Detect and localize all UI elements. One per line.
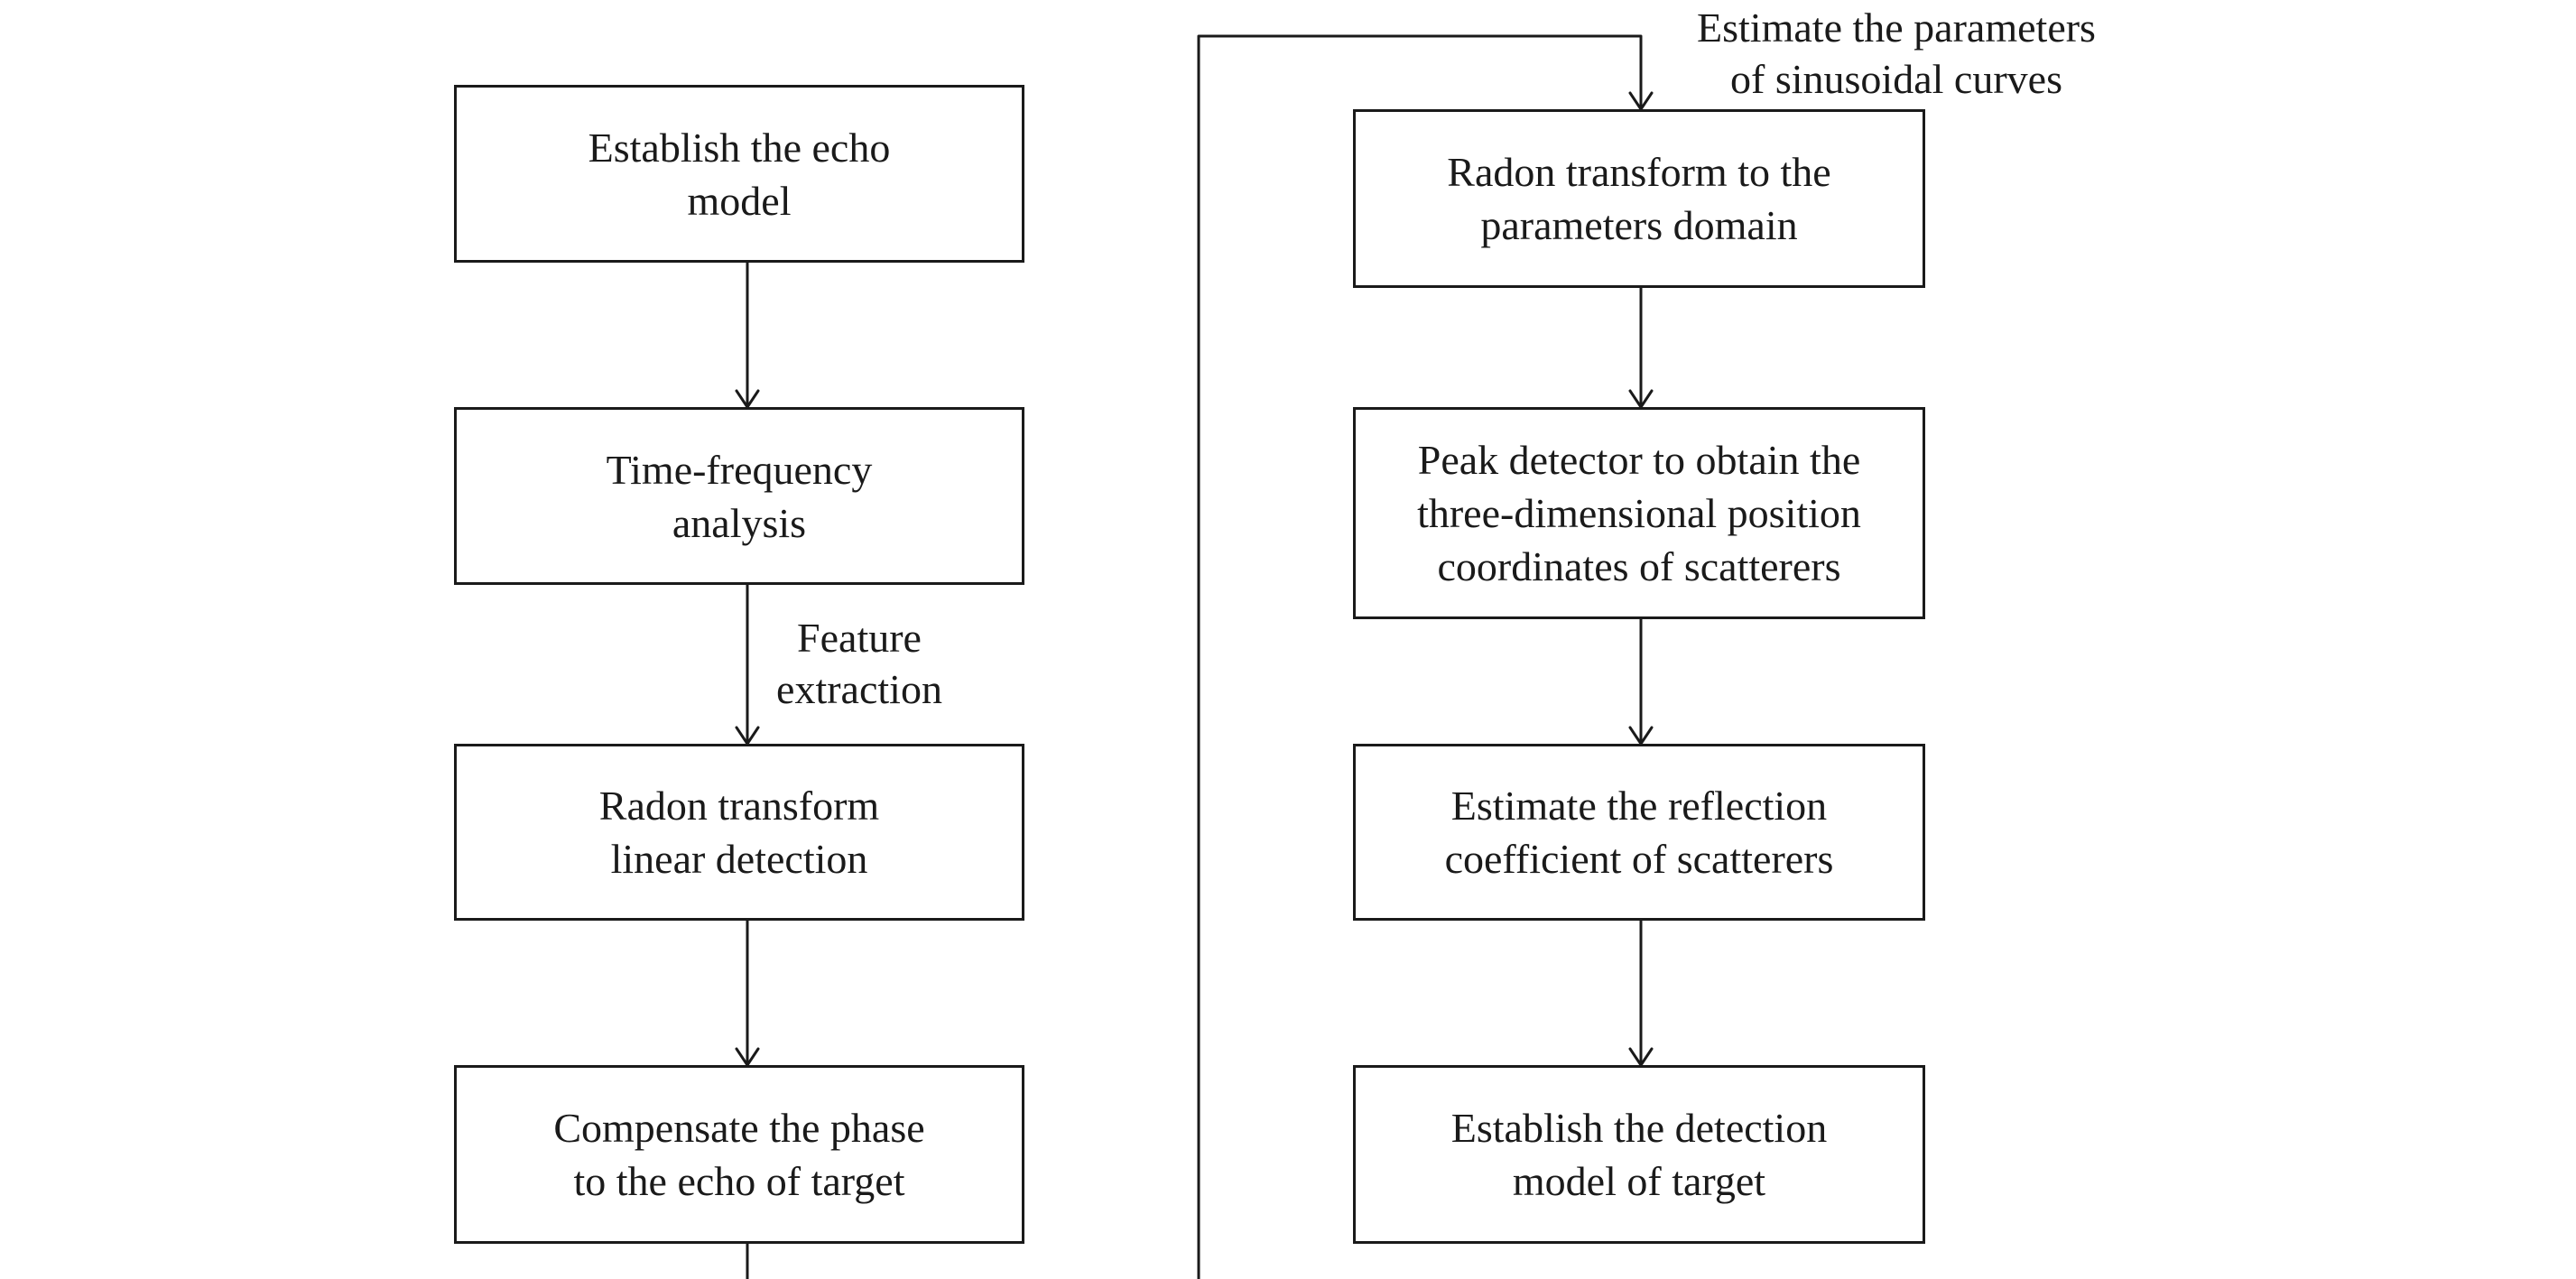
node-reflection-coefficient: Estimate the reflection coefficient of s… <box>1353 744 1925 921</box>
node-time-frequency: Time-frequency analysis <box>454 407 1024 585</box>
node-detection-model: Establish the detection model of target <box>1353 1065 1925 1244</box>
node-peak-detector: Peak detector to obtain the three-dimens… <box>1353 407 1925 619</box>
node-radon-linear: Radon transform linear detection <box>454 744 1024 921</box>
node-compensate-phase: Compensate the phase to the echo of targ… <box>454 1065 1024 1244</box>
edge-label-feature-extraction: Feature extraction <box>776 615 942 712</box>
node-echo-model: Establish the echo model <box>454 85 1024 263</box>
edge-compensate-to-radon-parameters <box>746 34 1643 1279</box>
edge-label-estimate-sinusoidal: Estimate the parameters of sinusoidal cu… <box>1697 5 2096 102</box>
node-radon-parameters: Radon transform to the parameters domain <box>1353 109 1925 288</box>
